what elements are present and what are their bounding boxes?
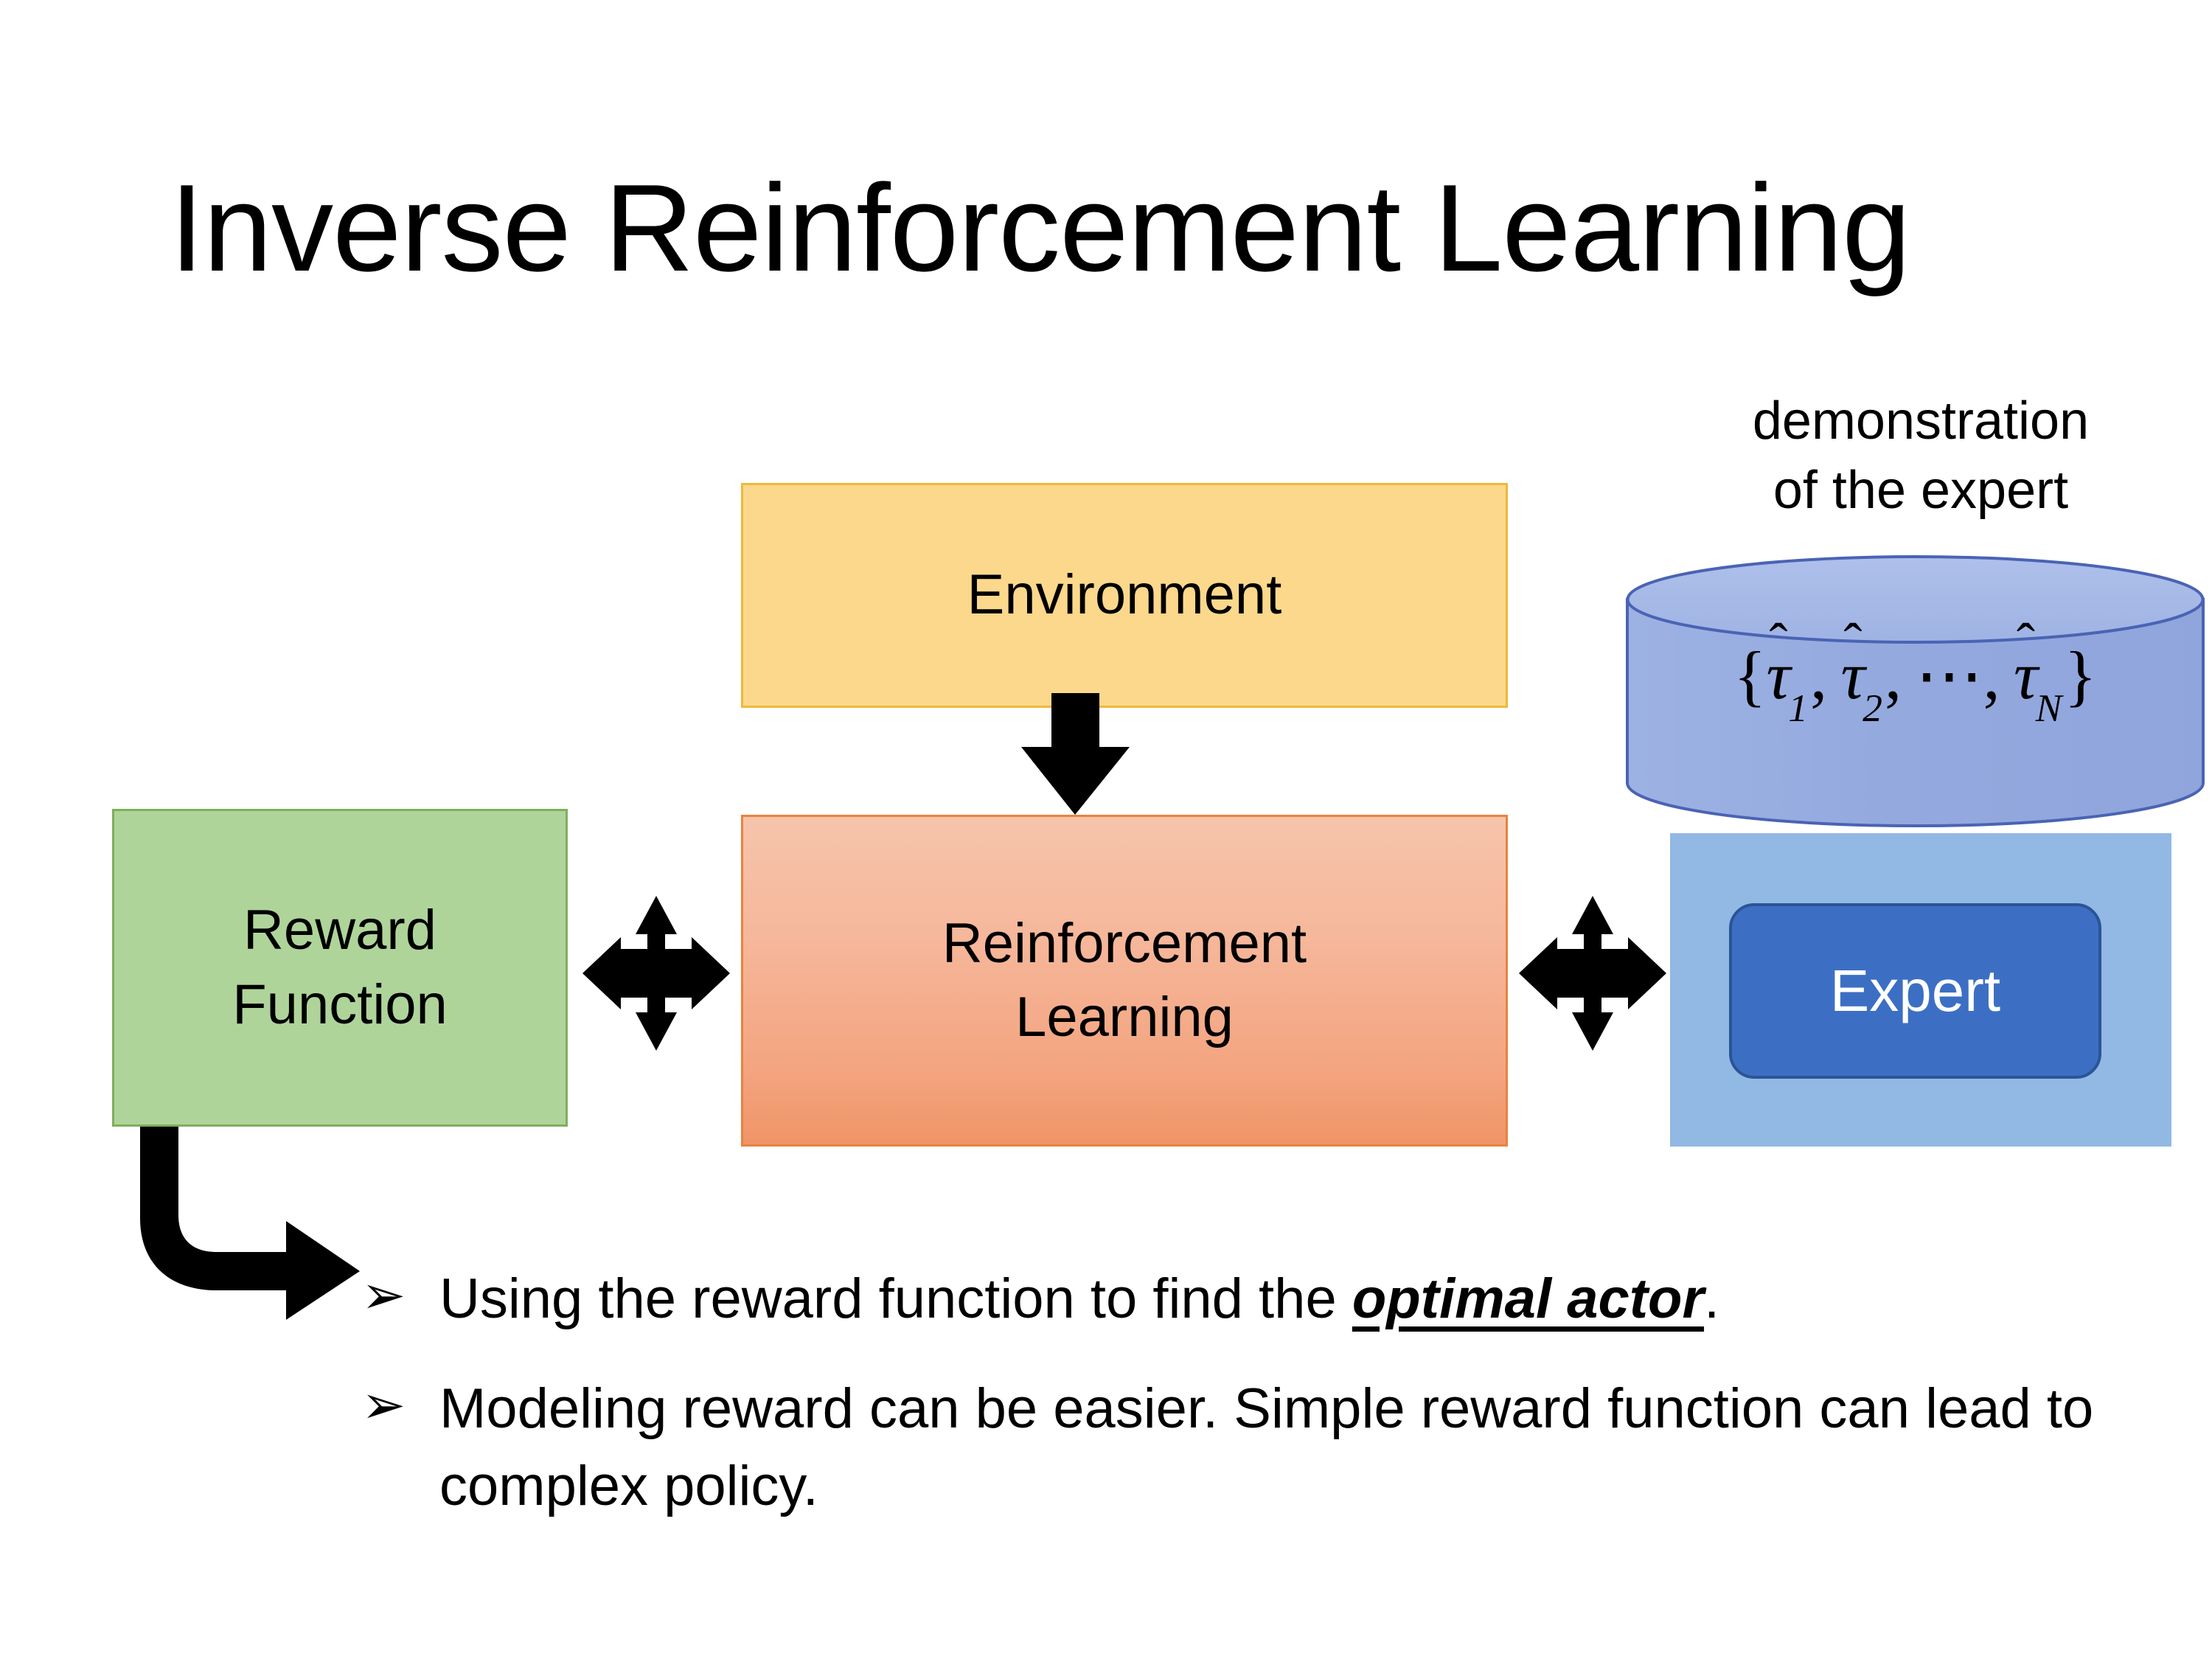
list-item: ➢ Using the reward function to find the …: [361, 1261, 2101, 1338]
environment-box[interactable]: Environment: [741, 483, 1508, 708]
reward-function-label: Reward Function: [114, 811, 566, 1124]
expert-box[interactable]: Expert: [1729, 903, 2101, 1079]
formula-tau-1: τ: [1766, 638, 1791, 713]
demonstration-caption-line1: demonstration: [1752, 392, 2090, 451]
formula-comma-3: ,: [1983, 638, 2000, 713]
demonstration-caption-line2: of the expert: [1773, 460, 2069, 520]
bullet-marker-icon: ➢: [361, 1266, 406, 1325]
reinforcement-learning-box[interactable]: Reinforcement Learning: [741, 815, 1508, 1147]
rl-label-line2: Learning: [1015, 986, 1234, 1048]
bullet-1-emphasis: optimal actor: [1352, 1267, 1705, 1330]
bent-arrow-reward-to-bullets-icon: [140, 1127, 360, 1320]
formula-sub-1: 1: [1788, 686, 1808, 731]
reinforcement-learning-label: Reinforcement Learning: [743, 817, 1506, 1144]
formula-comma-2: ,: [1885, 638, 1902, 713]
expert-label: Expert: [1829, 958, 2001, 1024]
reward-label-line2: Function: [232, 973, 448, 1036]
four-way-arrow-rl-expert-icon: [1519, 896, 1666, 1051]
formula-ellipsis: ⋯: [1915, 638, 1983, 713]
bullet-marker-icon: ➢: [361, 1375, 406, 1435]
formula-comma-1: ,: [1810, 638, 1828, 713]
page-title: Inverse Reinforcement Learning: [170, 159, 1911, 297]
formula-sub-n: N: [2035, 686, 2062, 731]
bullet-2-prefix: Modeling reward can be easier. Simple re…: [439, 1377, 2094, 1517]
bullet-1-suffix: .: [1704, 1267, 1720, 1330]
formula-hat-n: ˆ: [2016, 613, 2036, 675]
four-way-arrow-reward-rl-icon: [582, 896, 730, 1051]
formula-tau-2: τ: [1840, 638, 1865, 713]
formula-hat-2: ˆ: [1843, 613, 1863, 675]
rl-label-line1: Reinforcement: [942, 911, 1307, 975]
formula-hat-1: ˆ: [1769, 613, 1788, 675]
reward-function-box[interactable]: Reward Function: [112, 809, 568, 1127]
list-item: ➢ Modeling reward can be easier. Simple …: [361, 1371, 2101, 1526]
cylinder-shape-icon: [1626, 555, 2205, 828]
reward-label-line1: Reward: [243, 899, 437, 962]
bullet-list: ➢ Using the reward function to find the …: [361, 1261, 2101, 1558]
formula-tau-n: τ: [2013, 638, 2038, 713]
formula-close-brace: }: [2064, 638, 2097, 713]
demonstration-caption: demonstration of the expert: [1626, 387, 2212, 525]
formula-open-brace: {: [1733, 638, 1767, 713]
formula-sub-2: 2: [1863, 686, 1882, 731]
bullet-1-prefix: Using the reward function to find the: [439, 1267, 1352, 1330]
environment-label: Environment: [967, 563, 1282, 627]
arrow-environment-to-rl-icon: [1021, 693, 1130, 815]
